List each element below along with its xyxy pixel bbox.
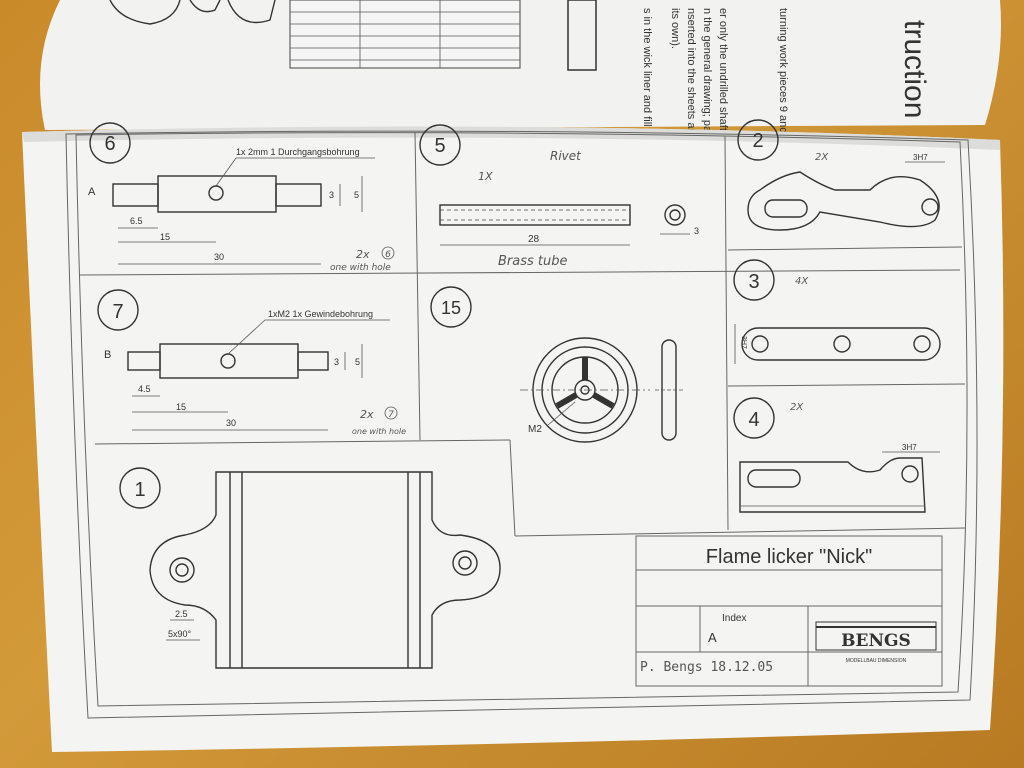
upper-col2-line3: its own). bbox=[669, 8, 681, 49]
part-7-note2: one with hole bbox=[352, 427, 406, 436]
part-6-number: 6 bbox=[104, 133, 115, 155]
part-2-qty: 2X bbox=[815, 152, 829, 163]
part-4: 4 2X 3H7 bbox=[733, 397, 940, 513]
part-7-dim-3: 3 bbox=[334, 357, 339, 367]
part-1-dim-1: 5x90° bbox=[168, 629, 192, 639]
drawing-sheet bbox=[22, 126, 1004, 753]
part-7-number: 7 bbox=[112, 301, 123, 323]
part-7-dim-1: 15 bbox=[176, 402, 186, 412]
part-5-number: 5 bbox=[434, 135, 445, 157]
upper-page-sketch bbox=[109, 0, 276, 25]
sheet-fold-shadow bbox=[22, 126, 1000, 150]
part-7-dim-4: 5 bbox=[355, 357, 360, 367]
part-3-number: 3 bbox=[748, 271, 759, 293]
part-1-number: 1 bbox=[134, 479, 145, 501]
part-5-badge bbox=[419, 124, 461, 166]
part-4-dim: 3H7 bbox=[902, 443, 917, 452]
part-15-badge bbox=[430, 286, 472, 328]
part-6-dim-0: 6.5 bbox=[130, 216, 143, 226]
title-block-index-label: Index bbox=[722, 613, 746, 624]
part-3-qty: 4X bbox=[795, 276, 809, 287]
part-7-note1: 2x bbox=[360, 408, 374, 421]
part-5-qty: 1X bbox=[478, 170, 493, 183]
upper-col1-line0: turning work pieces 9 and bbox=[777, 8, 789, 133]
part-7-note1-circ: 7 bbox=[388, 410, 394, 420]
outer-frame bbox=[65, 130, 978, 719]
upper-col2-line2: nserted into the sheets and bbox=[685, 8, 697, 141]
part-15: 15 M2 bbox=[430, 286, 684, 443]
part-2-badge bbox=[737, 119, 779, 161]
inner-frame bbox=[75, 132, 968, 707]
upper-heading: truction bbox=[898, 20, 931, 118]
part-1-dim-0: 2.5 bbox=[175, 609, 188, 619]
part-6-note1-circ: 6 bbox=[385, 250, 391, 260]
upper-col3-line0: s in the wick liner and fill bbox=[641, 8, 653, 127]
upper-page-table bbox=[289, 0, 597, 71]
part-6-note1: 2x bbox=[356, 248, 370, 261]
part-4-badge bbox=[733, 397, 775, 439]
upper-col2-line0: er only the undrilled shaft bbox=[717, 8, 729, 131]
part-5-dim-1: 3 bbox=[694, 226, 699, 236]
part-15-label: M2 bbox=[528, 424, 542, 435]
part-6-dim-3: 3 bbox=[329, 190, 334, 200]
part-1-badge bbox=[119, 467, 161, 509]
part-6-row: A bbox=[88, 186, 96, 198]
bengs-logo-sub: MODELLBAU DIMENSION bbox=[846, 658, 907, 664]
part-5: 5 Rivet 1X 28 3 Brass tube bbox=[419, 124, 699, 269]
part-6-label: 1x 2mm 1 Durchgangsbohrung bbox=[236, 147, 360, 157]
upper-col2-line1: n the general drawing; par bbox=[701, 8, 713, 136]
part-15-number: 15 bbox=[441, 298, 461, 318]
part-4-qty: 2X bbox=[790, 402, 804, 413]
part-5-title: Rivet bbox=[550, 149, 582, 163]
part-6-badge bbox=[89, 122, 131, 164]
part-6: 6 A 1x 2mm 1 Durchgangsbohrung 6.5 15 30… bbox=[88, 122, 395, 273]
part-4-number: 4 bbox=[748, 409, 759, 431]
title-block-title: Flame licker "Nick" bbox=[706, 546, 872, 568]
part-2-dim: 3H7 bbox=[913, 153, 928, 162]
part-7-dim-0: 4.5 bbox=[138, 384, 151, 394]
part-5-dim-0: 28 bbox=[528, 234, 540, 245]
bengs-logo-text: BENGS bbox=[841, 631, 911, 651]
part-6-note2: one with hole bbox=[330, 263, 391, 273]
part-2-number: 2 bbox=[752, 130, 763, 152]
part-6-dim-4: 5 bbox=[354, 190, 359, 200]
part-3-badge bbox=[733, 259, 775, 301]
title-block-author: P. Bengs 18.12.05 bbox=[640, 660, 773, 675]
part-7-badge bbox=[97, 289, 139, 331]
part-7: 7 B 1xM2 1x Gewindebohrung 4.5 15 30 3 5… bbox=[97, 289, 406, 436]
part-5-material: Brass tube bbox=[498, 254, 568, 269]
title-block: Flame licker "Nick" Index A BENGS MODELL… bbox=[635, 535, 943, 687]
part-2: 2 2X 3H7 bbox=[737, 119, 945, 231]
part-7-label: 1xM2 1x Gewindebohrung bbox=[268, 309, 373, 319]
part-7-row: B bbox=[104, 349, 111, 361]
part-3: 3 4X 3H7 bbox=[733, 259, 941, 364]
part-6-dim-1: 15 bbox=[160, 232, 170, 242]
part-6-dim-2: 30 bbox=[214, 252, 224, 262]
part-1: 1 2.5 5x90° bbox=[119, 467, 501, 669]
part-3-dim: 3H7 bbox=[740, 336, 747, 349]
part-7-dim-2: 30 bbox=[226, 418, 236, 428]
grid-lines bbox=[79, 131, 966, 537]
title-block-index-value: A bbox=[708, 630, 717, 645]
